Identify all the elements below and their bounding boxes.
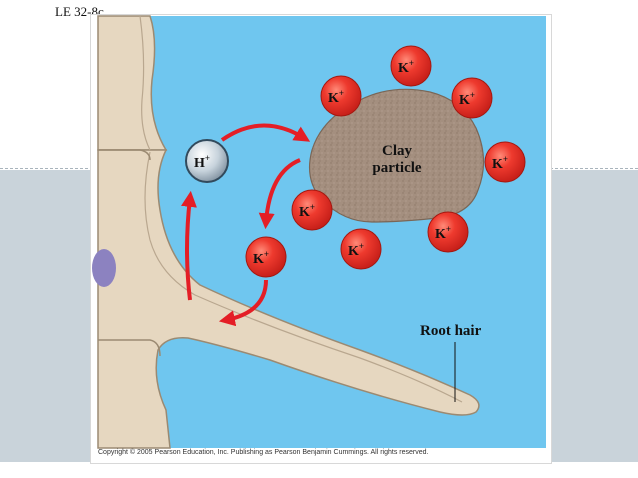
slide-footer [0, 462, 638, 478]
root-membrane-line [98, 339, 161, 357]
potassium-ion: K+ [245, 236, 287, 278]
cell-nucleus [92, 249, 116, 287]
arrow-k-displaced [258, 158, 301, 230]
arrow-h-release [181, 190, 197, 301]
hydrogen-ion: H+ [185, 139, 229, 183]
copyright-notice: Copyright © 2005 Pearson Education, Inc.… [98, 449, 429, 456]
svg-text:K+: K+ [492, 154, 508, 172]
potassium-ion: K+ [340, 228, 382, 270]
root-hair-label: Root hair [420, 323, 482, 339]
potassium-ion: K+ [390, 45, 432, 87]
potassium-ion: K+ [291, 189, 333, 231]
root-membrane-line [98, 149, 151, 161]
svg-text:K+: K+ [299, 202, 315, 220]
root-epidermis-upper [97, 15, 168, 151]
clay-label-line1: Clay [382, 143, 413, 159]
clay-label-line2: particle [372, 160, 421, 176]
svg-text:K+: K+ [253, 249, 269, 267]
potassium-ion: K+ [320, 75, 362, 117]
svg-text:H+: H+ [194, 153, 210, 171]
svg-text:K+: K+ [348, 241, 364, 259]
svg-text:K+: K+ [398, 58, 414, 76]
arrow-k-uptake [218, 279, 268, 327]
svg-text:K+: K+ [328, 88, 344, 106]
root-membrane-line [144, 151, 463, 403]
svg-text:K+: K+ [459, 90, 475, 108]
arrow-h-to-clay [220, 123, 311, 142]
svg-text:K+: K+ [435, 224, 451, 242]
potassium-ion: K+ [484, 141, 526, 183]
root-epidermis-cell [97, 149, 480, 449]
clay-particle [309, 88, 485, 223]
potassium-ion: K+ [427, 211, 469, 253]
potassium-ion: K+ [451, 77, 493, 119]
root-membrane-line [139, 15, 151, 151]
